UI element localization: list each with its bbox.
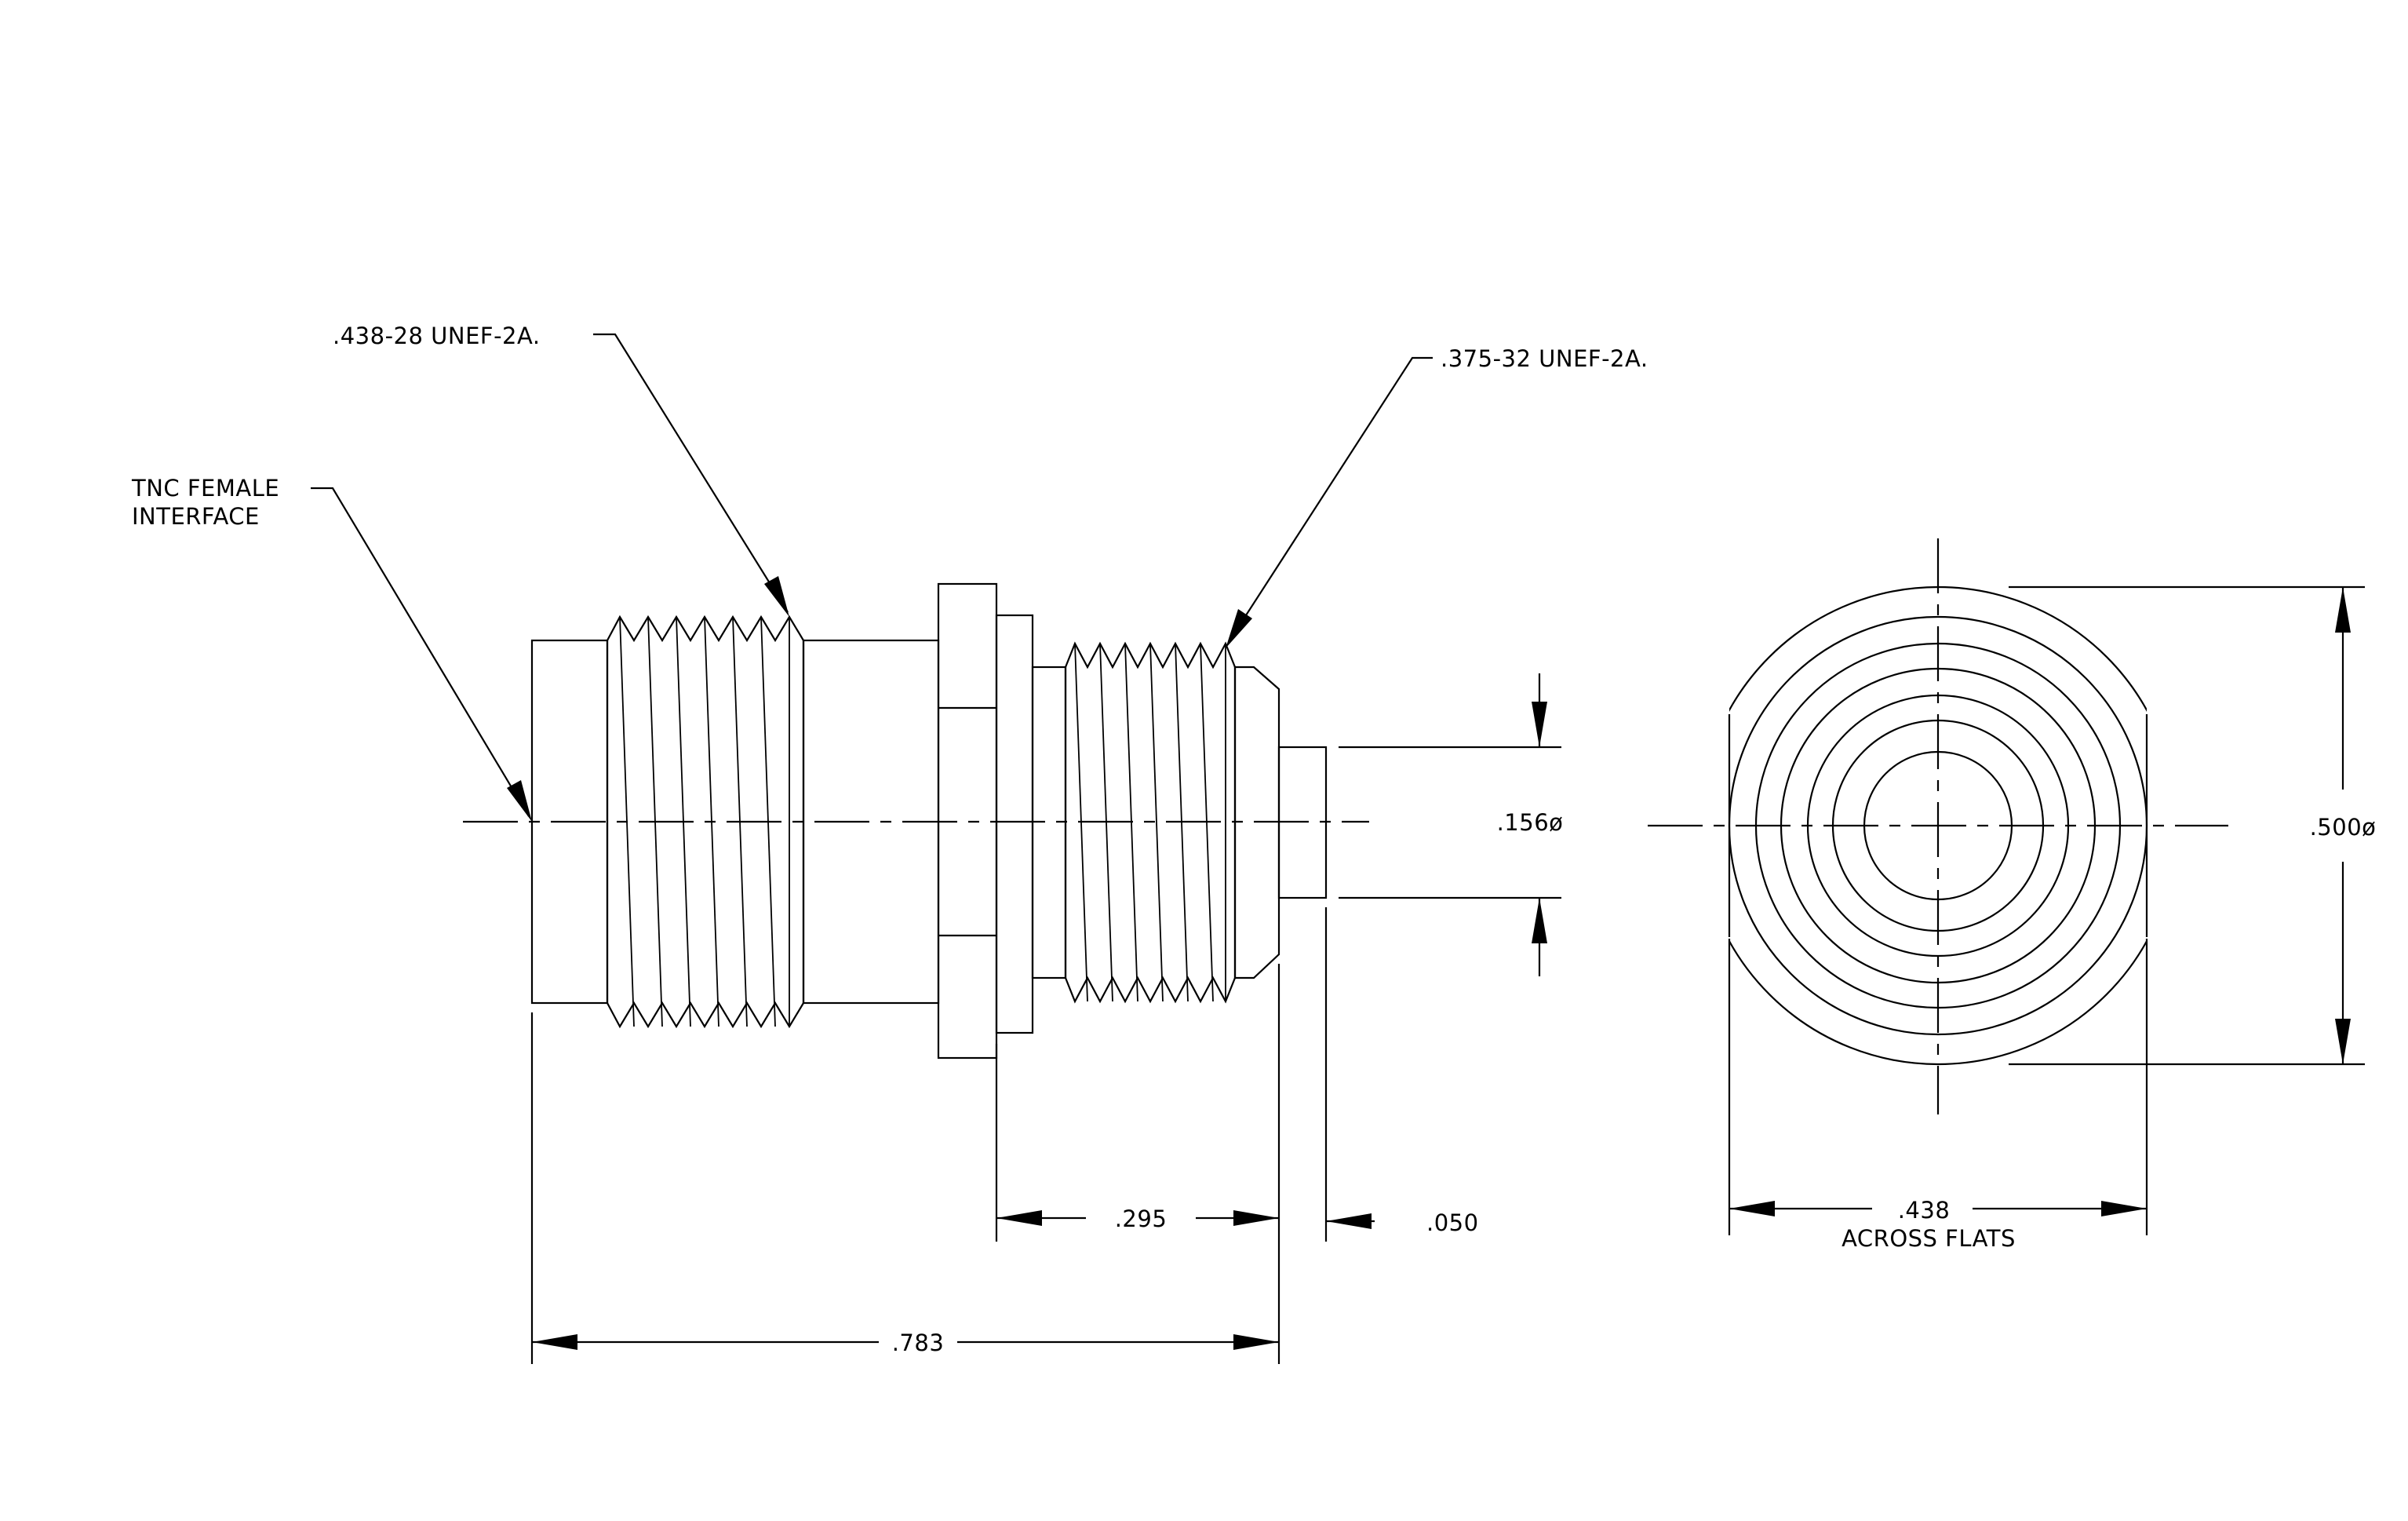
washer [995, 614, 1034, 1034]
interface-label-line1: TNC FEMALE [131, 475, 279, 502]
small-thread-label: .375-32 UNEF-2A. [1441, 345, 1648, 372]
callout-large-thread: .438-28 UNEF-2A. [333, 323, 789, 617]
across-flats-text: ACROSS FLATS [1842, 1225, 2016, 1252]
dim-body-diameter: .500ø [2009, 585, 2377, 1066]
end-view [1648, 538, 2228, 1114]
leader-callouts: .438-28 UNEF-2A. .375-32 UNEF-2A. TNC FE… [131, 323, 1648, 822]
end-view-dimensions: .500ø .438 ACROSS FLATS [1728, 585, 2377, 1252]
overall-length-label: .783 [892, 1330, 945, 1356]
callout-tnc-interface: TNC FEMALE INTERFACE [131, 475, 532, 822]
rear-chamfer [1233, 666, 1281, 979]
side-view [463, 582, 1369, 1060]
dim-overall-length: .783 [532, 1330, 1279, 1356]
dim-across-flats: .438 ACROSS FLATS [1728, 939, 2148, 1252]
dim-pin-diameter: .156ø [1339, 673, 1563, 976]
side-view-dimensions: .783 .295 .050 .156ø [530, 673, 1563, 1364]
body-diameter-label: .500ø [2310, 814, 2377, 841]
across-flats-value: .438 [1898, 1197, 1951, 1224]
callout-small-thread: .375-32 UNEF-2A. [1226, 345, 1648, 648]
dim-thread-length: .295 [996, 1205, 1279, 1232]
pin-length-label: .050 [1426, 1209, 1479, 1236]
rear-pin [1277, 746, 1328, 899]
thread-length-label: .295 [1115, 1205, 1168, 1232]
interface-label-line2: INTERFACE [132, 503, 260, 530]
ring-1 [1728, 615, 2148, 1036]
dim-pin-length: .050 [1326, 1209, 1479, 1236]
pin-diameter-label: .156ø [1497, 809, 1564, 836]
large-thread-label: .438-28 UNEF-2A. [333, 323, 541, 349]
